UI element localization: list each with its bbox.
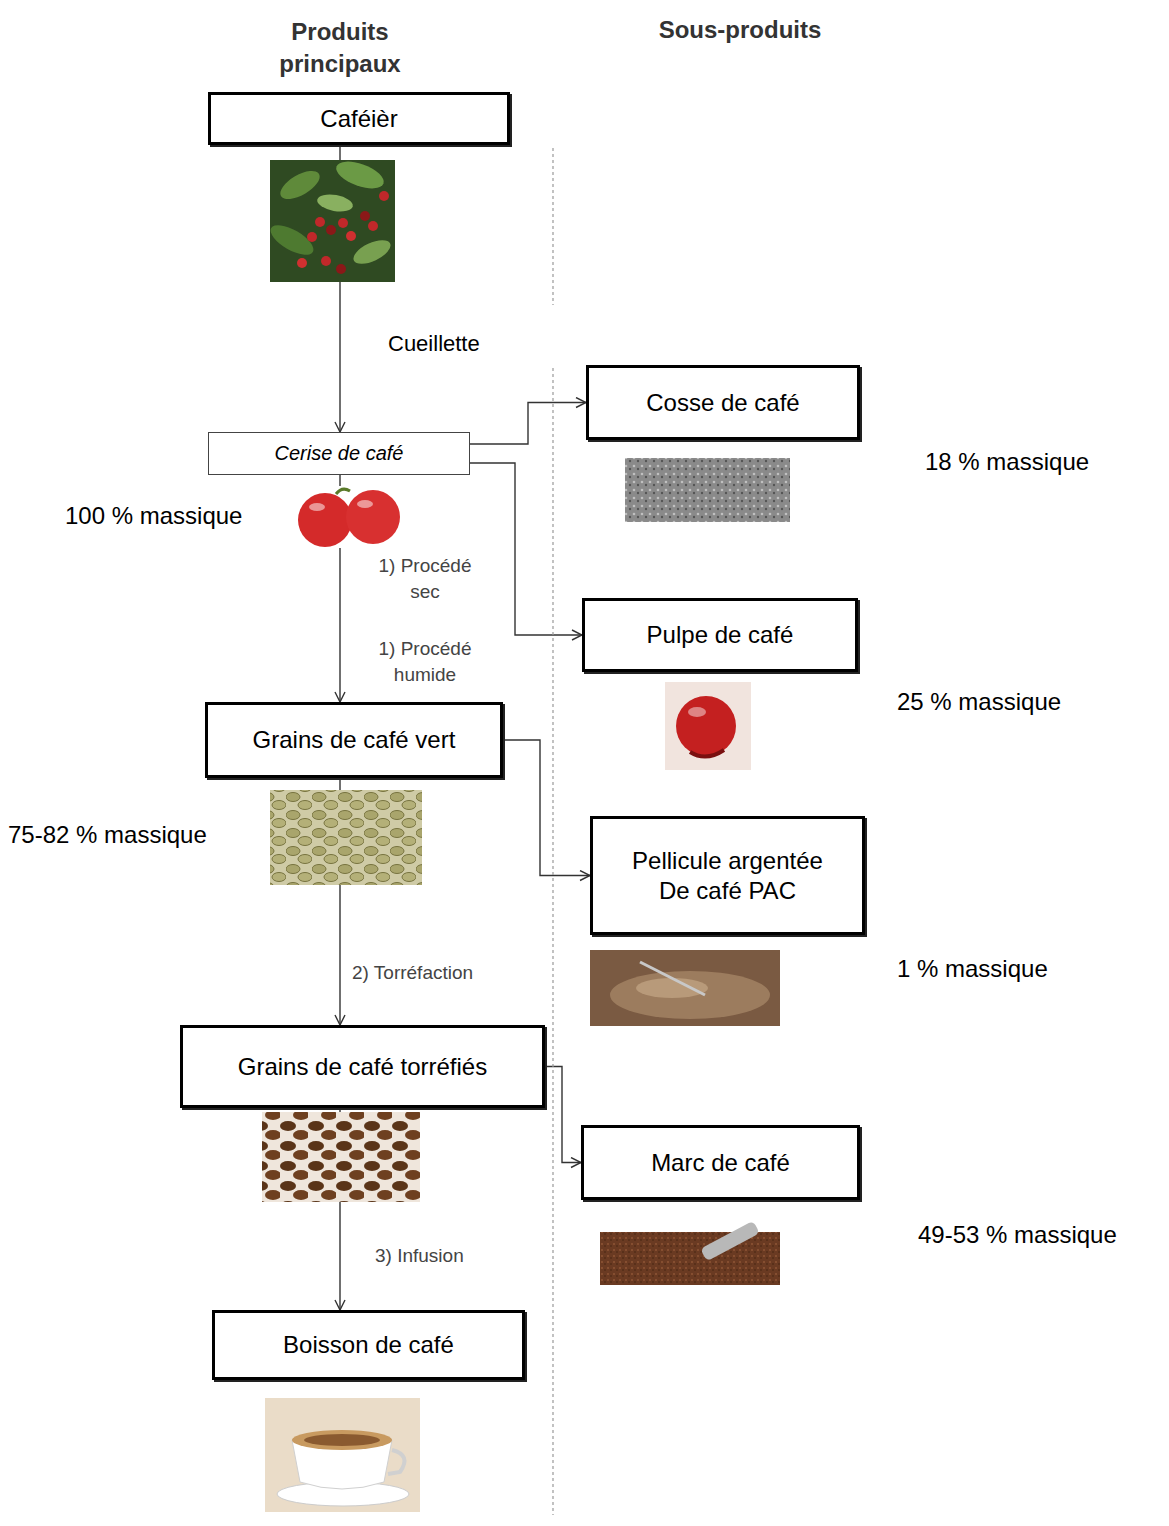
cherry [298,493,352,547]
process-arrow [470,463,582,635]
step-label: 3) Infusion [375,1243,464,1269]
box-label: Marc de café [651,1148,790,1178]
mass-percentage: 18 % massique [925,446,1089,478]
product-box: Grains de café torréfiés [180,1025,545,1108]
photo-ground [590,950,780,1026]
photo-ground [265,1398,420,1512]
berry [326,225,336,235]
leaf [316,192,354,214]
step-label: 1) Procédé sec [365,553,485,604]
leaf [333,156,388,194]
mass-percentage: 49-53 % massique [918,1219,1117,1251]
product-box: Pulpe de café [582,598,858,672]
column-heading: Produits principaux [250,16,430,81]
process-arrow [545,1067,581,1163]
box-label: Cosse de café [646,388,799,418]
cup-handle [388,1450,405,1474]
berry [307,232,317,242]
berry [368,221,378,231]
box-label: Grains de café torréfiés [238,1052,487,1082]
box-text-group: Boisson de café [283,1330,454,1360]
box-text-group: Cosse de café [646,388,799,418]
berry [360,211,370,221]
box-text-group: Grains de café vert [253,725,456,755]
box-label: Cerise de café [275,441,404,466]
mass-percentage: 100 % massique [65,500,242,532]
silverskin-pile [610,971,770,1019]
product-box: Pellicule argentée De café PAC [590,816,865,935]
photo-ground [292,486,404,548]
cherry [346,490,400,544]
product-box: Boisson de café [212,1310,525,1380]
coffee-husk-photo [625,458,790,522]
spoon [700,1221,760,1262]
highlight [357,500,373,508]
spoon [640,962,705,995]
step-label: Cueillette [388,329,480,359]
box-label: Grains de café vert [253,725,456,755]
leaf [350,235,394,268]
box-text-group: Cerise de café [275,441,404,466]
coffee-pulp-photo [665,682,751,770]
shade [690,750,724,757]
process-arrow [470,403,586,445]
product-box: Marc de café [581,1125,860,1200]
stage-box: Cerise de café [208,432,470,475]
berry [346,231,356,241]
roasted-beans-photo [262,1112,420,1202]
step-label: 2) Torréfaction [352,960,473,986]
divider-line [552,148,553,305]
coffee-plant-photo [266,156,395,282]
crema [292,1430,392,1450]
berry [336,264,346,274]
mass-percentage: 25 % massique [897,686,1061,718]
box-label: Pulpe de café [647,620,794,650]
box-text-group: Pulpe de café [647,620,794,650]
husk-pile [625,458,790,522]
grounds-pile [600,1232,780,1285]
photo-ground [665,682,751,770]
box-label: Pellicule argentée De café PAC [620,846,835,906]
bean-pile [270,790,422,885]
berry [315,217,325,227]
highlight [309,503,325,511]
box-label: Boisson de café [283,1330,454,1360]
product-box: Caféièr [208,92,510,145]
green-beans-photo [270,790,422,885]
cherry [676,696,736,756]
product-box: Cosse de café [586,365,860,440]
box-text-group: Grains de café torréfiés [238,1052,487,1082]
berry [321,256,331,266]
stem [336,489,350,494]
leaf [276,165,324,204]
box-text-group: Pellicule argentée De café PAC [620,846,835,906]
divider-line [552,368,553,1515]
berry [338,218,348,228]
silverskin-photo [590,950,780,1026]
step-label: 1) Procédé humide [365,636,485,687]
coffee-cup-photo [265,1398,420,1512]
box-text-group: Marc de café [651,1148,790,1178]
coffee-grounds-photo [600,1221,780,1285]
coffee-cherry-photo [292,486,404,548]
coffee [304,1434,380,1446]
box-text-group: Caféièr [320,104,397,134]
box-label: Caféièr [320,104,397,134]
bean-pile [262,1112,420,1202]
highlight [688,707,706,717]
berry [297,258,307,268]
berry [379,191,389,201]
process-arrow [503,740,590,876]
leaf [266,219,318,260]
product-box: Grains de café vert [205,702,503,778]
column-heading: Sous-produits [620,14,860,46]
mass-percentage: 75-82 % massique [8,819,207,851]
silverskin-flakes [636,978,708,998]
mass-percentage: 1 % massique [897,953,1048,985]
